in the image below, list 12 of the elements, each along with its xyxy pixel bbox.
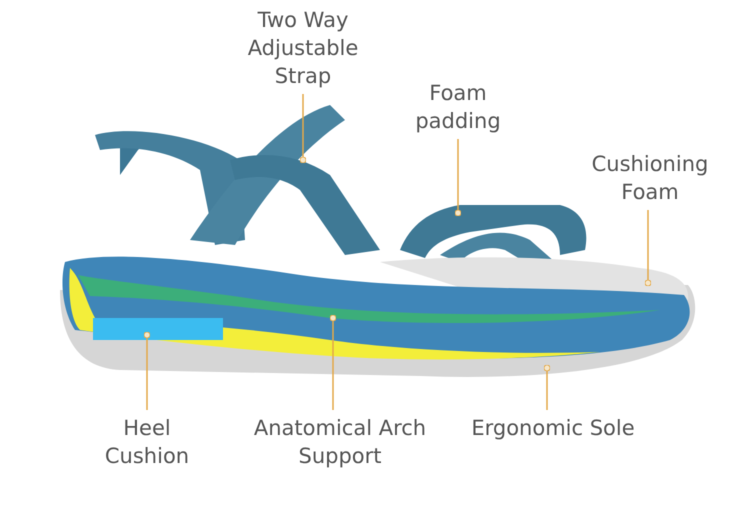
leader-line <box>144 332 150 410</box>
part-label: Cushioning Foam <box>575 150 725 206</box>
leader-line <box>300 94 306 164</box>
part-label: Foam padding <box>398 79 518 135</box>
part-label: Ergonomic Sole <box>470 414 636 442</box>
part-label: Anatomical Arch Support <box>245 414 435 470</box>
part-label: Two Way Adjustable Strap <box>223 6 383 90</box>
part-label: Heel Cushion <box>80 414 214 470</box>
leader-line <box>330 314 336 410</box>
leader-line <box>644 210 652 286</box>
leader-line <box>454 139 462 216</box>
leader-line <box>544 364 550 410</box>
